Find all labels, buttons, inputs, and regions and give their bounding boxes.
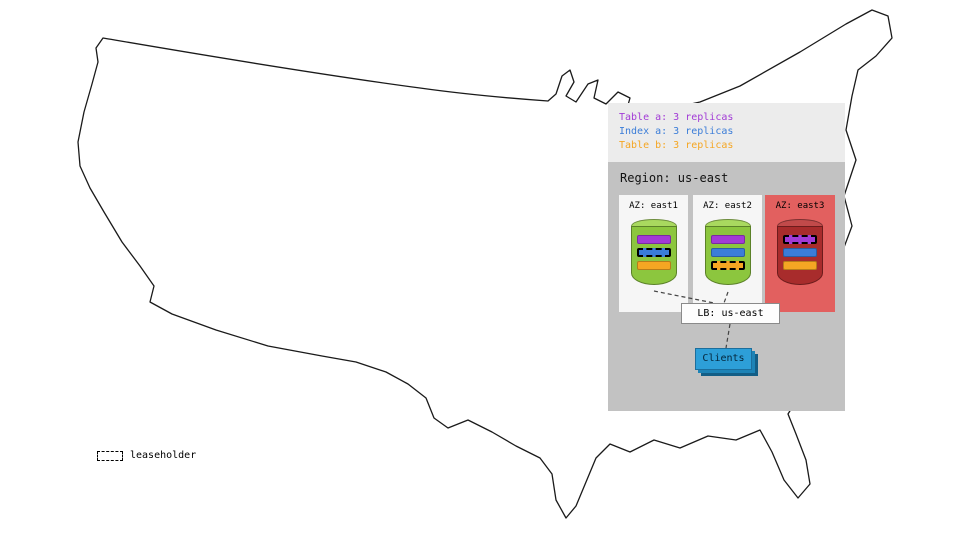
az-box-east2: AZ: east2 bbox=[693, 195, 762, 312]
replica-index-a-leaseholder bbox=[636, 248, 671, 257]
az-box-east1: AZ: east1 bbox=[619, 195, 688, 312]
replica-table-b bbox=[636, 261, 671, 270]
legend-table-a: Table a: 3 replicas bbox=[619, 112, 734, 123]
clients-box: Clients bbox=[695, 348, 752, 370]
legend-table-b: Table b: 3 replicas bbox=[619, 140, 734, 151]
az-label: AZ: east1 bbox=[629, 201, 678, 211]
replica-table-b-leaseholder bbox=[710, 261, 745, 270]
leaseholder-label: leaseholder bbox=[130, 450, 197, 461]
az-box-east3-down: AZ: east3 bbox=[765, 195, 835, 312]
db-node-icon bbox=[630, 219, 677, 285]
az-label: AZ: east2 bbox=[703, 201, 752, 211]
replica-stack bbox=[710, 235, 745, 274]
replica-stack bbox=[636, 235, 671, 274]
db-node-icon bbox=[704, 219, 751, 285]
replica-index-a bbox=[783, 248, 817, 257]
replica-stack bbox=[783, 235, 817, 274]
leaseholder-swatch-icon bbox=[97, 450, 123, 461]
load-balancer-box: LB: us-east bbox=[681, 303, 780, 324]
replica-table-a-leaseholder bbox=[783, 235, 817, 244]
leaseholder-legend: leaseholder bbox=[97, 450, 196, 461]
replica-table-b bbox=[783, 261, 817, 270]
replica-legend-panel: Table a: 3 replicas Index a: 3 replicas … bbox=[608, 103, 845, 162]
az-label: AZ: east3 bbox=[775, 201, 825, 211]
db-node-down-icon bbox=[777, 219, 823, 285]
replica-table-a bbox=[636, 235, 671, 244]
region-panel: Region: us-east AZ: east1 AZ: east2 bbox=[608, 162, 845, 411]
replica-table-a bbox=[710, 235, 745, 244]
replica-index-a bbox=[710, 248, 745, 257]
legend-index-a: Index a: 3 replicas bbox=[619, 126, 734, 137]
region-title: Region: us-east bbox=[620, 171, 729, 185]
